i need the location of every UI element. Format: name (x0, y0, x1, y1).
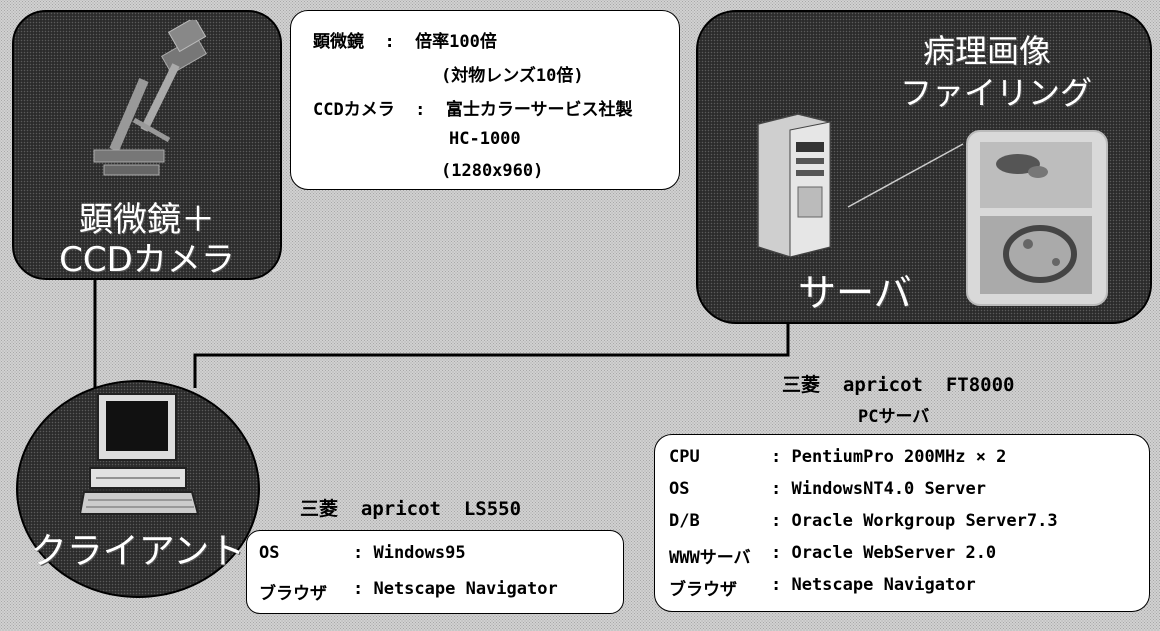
server-spec-cpu-key: CPU (669, 447, 762, 467)
camera-station-label-2: CCDカメラ (59, 240, 235, 280)
microscope-spec-line-1: 顕微鏡 : 倍率100倍 (313, 32, 497, 52)
tissue-image-icon (980, 142, 1092, 294)
server-tower-icon (757, 113, 831, 258)
client-spec-browser-value: : Netscape Navigator (353, 579, 558, 599)
server-spec-www-value: : Oracle WebServer 2.0 (771, 543, 997, 563)
display-connector-line (847, 143, 964, 208)
server-panel-title-2: ファイリング (900, 74, 1093, 112)
server-panel-title-1: 病理画像 (923, 32, 1052, 70)
client-model-caption: 三菱 apricot LS550 (300, 498, 522, 520)
server-spec-cpu-value: : PentiumPro 200MHz × 2 (771, 447, 1007, 467)
camera-station-label-1: 顕微鏡＋ (79, 200, 215, 240)
server-spec-www-key: WWWサーバ (669, 548, 751, 568)
server-model-caption-2: PCサーバ (858, 407, 930, 427)
server-panel: 病理画像 ファイリング サーバ (696, 10, 1152, 324)
client-spec-box: OS : Windows95 ブラウザ : Netscape Navigator (246, 530, 624, 614)
client-spec-os-value: : Windows95 (353, 543, 466, 563)
server-spec-db-value: : Oracle Workgroup Server7.3 (771, 511, 1058, 531)
server-spec-browser-key: ブラウザ (669, 580, 748, 600)
client-spec-browser-key: ブラウザ (259, 584, 327, 604)
client-circle: クライアント (16, 380, 260, 598)
client-label: クライアント (30, 531, 246, 572)
camera-station-panel: 顕微鏡＋ CCDカメラ (12, 10, 282, 280)
microscope-spec-line-5: (1280x960) (441, 161, 544, 181)
microscope-icon (93, 20, 208, 176)
desktop-computer-icon (80, 393, 200, 515)
client-spec-os-key: OS (259, 543, 331, 563)
server-spec-box: CPU : PentiumPro 200MHz × 2 OS : Windows… (654, 434, 1150, 612)
microscope-spec-line-4: HC-1000 (449, 129, 521, 149)
microscope-spec-box: 顕微鏡 : 倍率100倍 (対物レンズ10倍) CCDカメラ : 富士カラーサー… (290, 10, 680, 190)
server-spec-browser-value: : Netscape Navigator (771, 575, 976, 595)
microscope-spec-line-3: CCDカメラ : 富士カラーサービス社製 (313, 100, 633, 120)
pathology-image-display (966, 130, 1108, 306)
microscope-spec-line-2: (対物レンズ10倍) (441, 66, 584, 86)
server-model-caption-1: 三菱 apricot FT8000 (782, 374, 1015, 396)
server-spec-os-value: : WindowsNT4.0 Server (771, 479, 986, 499)
server-spec-db-key: D/B (669, 511, 762, 531)
server-label: サーバ (798, 271, 912, 315)
server-spec-os-key: OS (669, 479, 762, 499)
